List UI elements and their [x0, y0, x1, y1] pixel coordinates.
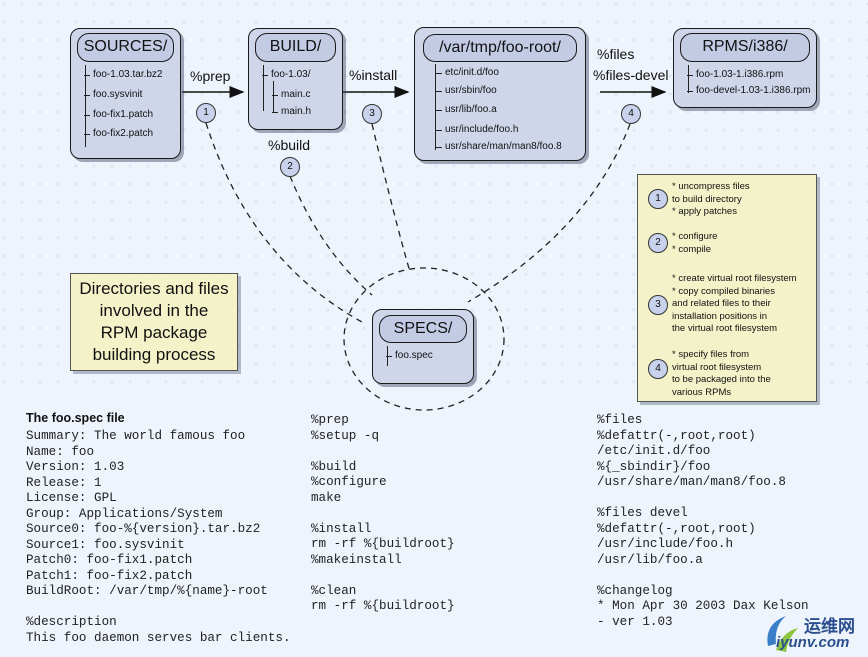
rpms-title: RPMS/i386/: [680, 33, 810, 62]
dashed-line-2: [289, 175, 373, 296]
step-circle-2: 2: [280, 157, 300, 177]
spec-file-col-1: Summary: The world famous foo Name: foo …: [26, 429, 291, 645]
rpms-tree: [688, 65, 689, 93]
legend-line: * uncompress files: [672, 181, 750, 192]
spec-file-title: The foo.spec file: [26, 411, 125, 425]
dashed-line-1: [205, 122, 363, 323]
buildroot-file-3: usr/lib/foo.a: [436, 104, 497, 115]
legend-circle-4: 4: [648, 359, 668, 379]
watermark-logo: 运维网 iyunv.com: [762, 610, 868, 657]
build-box: BUILD/ foo-1.03/ main.c main.h: [248, 28, 343, 130]
sources-file-1: foo-1.03.tar.bz2: [84, 69, 163, 80]
step-files-devel-label: %files-devel: [593, 67, 669, 83]
buildroot-box: /var/tmp/foo-root/ etc/init.d/foo usr/sb…: [414, 27, 586, 161]
sources-file-3: foo-fix1.patch: [83, 109, 154, 120]
sources-title: SOURCES/: [77, 33, 174, 62]
legend-line: to be packaged into the: [672, 374, 771, 385]
legend-line: * configure: [672, 231, 718, 242]
legend-line: and related files to their: [672, 298, 771, 309]
watermark-text-url: iyunv.com: [776, 634, 850, 651]
legend-box: 1 * uncompress files to build directory …: [637, 174, 817, 402]
build-dir: foo-1.03/: [261, 69, 311, 80]
legend-circle-3: 3: [648, 295, 668, 315]
step-circle-1: 1: [196, 103, 216, 123]
build-file-2: main.h: [271, 106, 312, 117]
legend-line: * apply patches: [672, 206, 737, 217]
legend-line: virtual root filesystem: [672, 361, 762, 373]
step-install-label: %install: [349, 67, 398, 83]
legend-line: to build directory: [672, 193, 742, 205]
buildroot-tree: [435, 64, 436, 150]
watermark-swoosh-icon: [767, 616, 798, 652]
diagram-caption: Directories and files involved in the RP…: [70, 273, 238, 371]
build-tree: [263, 65, 264, 111]
buildroot-file-5: usr/share/man/man8/foo.8: [436, 141, 562, 152]
legend-circle-1: 1: [648, 189, 668, 209]
dashed-line-3: [371, 123, 411, 273]
diagram-caption-text: Directories and files involved in the RP…: [79, 279, 229, 364]
legend-line: various RPMs: [672, 386, 732, 398]
step-files-label: %files: [597, 46, 635, 62]
step-circle-3: 3: [362, 104, 382, 124]
rpms-box: RPMS/i386/ foo-1.03-1.i386.rpm foo-devel…: [673, 28, 817, 108]
spec-file-col-3: %files %defattr(-,root,root) /etc/init.d…: [597, 413, 809, 629]
legend-line: * specify files from: [672, 349, 750, 360]
buildroot-file-1: etc/init.d/foo: [436, 67, 499, 78]
spec-file-col-2: %prep %setup -q %build %configure make %…: [311, 413, 455, 613]
sources-tree: [85, 65, 86, 147]
sources-file-2: foo.sysvinit: [83, 89, 143, 100]
specs-box: SPECS/ foo.spec: [372, 309, 474, 384]
rpms-file-1: foo-1.03-1.i386.rpm: [686, 69, 784, 80]
specs-title: SPECS/: [379, 315, 467, 343]
legend-line: * copy compiled binaries: [672, 285, 775, 297]
rpms-file-2: foo-devel-1.03-1.i386.rpm: [687, 85, 811, 96]
dashed-line-4: [467, 123, 631, 303]
build-title: BUILD/: [255, 33, 336, 62]
watermark-text-cn: 运维网: [804, 617, 855, 636]
specs-file-1: foo.spec: [386, 350, 433, 361]
legend-line: * create virtual root filesystem: [672, 273, 797, 284]
buildroot-file-4: usr/include/foo.h: [435, 124, 519, 135]
step-build-label: %build: [268, 137, 311, 153]
buildroot-file-2: usr/sbin/foo: [436, 85, 497, 96]
build-subtree: [273, 81, 274, 113]
build-file-1: main.c: [271, 89, 311, 100]
buildroot-title: /var/tmp/foo-root/: [423, 34, 577, 62]
legend-line: * compile: [672, 243, 712, 255]
step-circle-4: 4: [621, 104, 641, 124]
legend-circle-2: 2: [648, 233, 668, 253]
step-prep-label: %prep: [190, 68, 231, 84]
sources-file-4: foo-fix2.patch: [83, 128, 154, 139]
specs-dashed-circle: [343, 267, 505, 411]
legend-line: the virtual root filesystem: [672, 323, 778, 334]
legend-line: installation positions in: [672, 310, 768, 322]
sources-box: SOURCES/ foo-1.03.tar.bz2 foo.sysvinit f…: [70, 28, 181, 159]
